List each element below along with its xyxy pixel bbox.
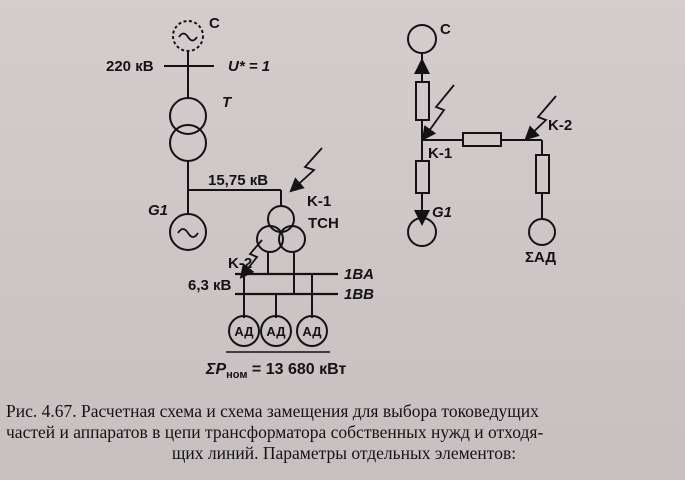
eq-motors-symbol	[528, 218, 556, 246]
bus-1bb-label: 1BB	[344, 286, 374, 303]
transformer-t-label: T	[222, 94, 233, 111]
eq-fault-k2-label: K-2	[548, 117, 572, 134]
voltage-1575-label: 15,75 кВ	[208, 172, 268, 189]
equivalent-circuit	[407, 24, 557, 247]
eq-generator-symbol	[407, 217, 437, 247]
motor-2-label: АД	[266, 324, 286, 339]
eq-motors-label: ΣАД	[525, 249, 556, 266]
eq-tsn-impedance	[462, 132, 502, 147]
tsn-label: ТСН	[308, 215, 339, 232]
caption-line-3: щих линий. Параметры отдельных элементов…	[171, 443, 517, 463]
fault-k2-arrow	[239, 239, 263, 279]
calculation-scheme	[164, 20, 338, 353]
bus-1ba-label: 1BA	[344, 266, 374, 283]
eq-fault-k1-arrow	[421, 84, 455, 141]
voltage-unit-label: U* = 1	[228, 58, 270, 75]
eq-source-symbol	[407, 24, 437, 54]
eq-source-label-c: C	[440, 21, 451, 38]
source-label-c: C	[209, 15, 220, 32]
voltage-220-label: 220 кВ	[106, 58, 154, 75]
voltage-63-label: 6,3 кВ	[188, 277, 232, 294]
eq-transformer-impedance	[415, 160, 430, 194]
power-sum-label: ΣPном = 13 680 кВт	[205, 361, 346, 381]
motor-1-symbol	[228, 315, 260, 347]
calculation-scheme-labels: C 220 кВ U* = 1 T 15,75 кВ G1 K-1 ТСН K-…	[106, 15, 374, 381]
fault-k1-arrow	[289, 147, 323, 193]
eq-motor-impedance	[535, 154, 550, 194]
eq-fault-k1-label: K-1	[428, 145, 452, 162]
circuit-figure: C 220 кВ U* = 1 T 15,75 кВ G1 K-1 ТСН K-…	[106, 15, 572, 381]
motor-3-label: АД	[302, 324, 322, 339]
fault-k1-label: K-1	[307, 193, 331, 210]
eq-fault-k2-arrow	[524, 95, 557, 141]
caption-line-2: частей и аппаратов в цепи трансформатора…	[6, 422, 544, 442]
motor-1-label: АД	[234, 324, 254, 339]
motor-3-symbol	[296, 315, 328, 347]
eq-source-impedance	[415, 81, 430, 121]
eq-generator-label: G1	[432, 204, 452, 221]
equivalent-circuit-labels: C K-1 K-2 G1 ΣАД	[428, 21, 572, 266]
generator-g1-label: G1	[148, 202, 168, 219]
motor-2-symbol	[260, 315, 292, 347]
figure-caption: Рис. 4.67. Расчетная схема и схема замещ…	[6, 401, 682, 464]
fault-k2-label: K-2	[228, 255, 252, 272]
transformer-t-symbol	[169, 97, 207, 135]
generator-g1-symbol	[169, 213, 207, 251]
caption-line-1: Рис. 4.67. Расчетная схема и схема замещ…	[6, 401, 539, 421]
tsn-transformer-symbol	[267, 205, 295, 233]
